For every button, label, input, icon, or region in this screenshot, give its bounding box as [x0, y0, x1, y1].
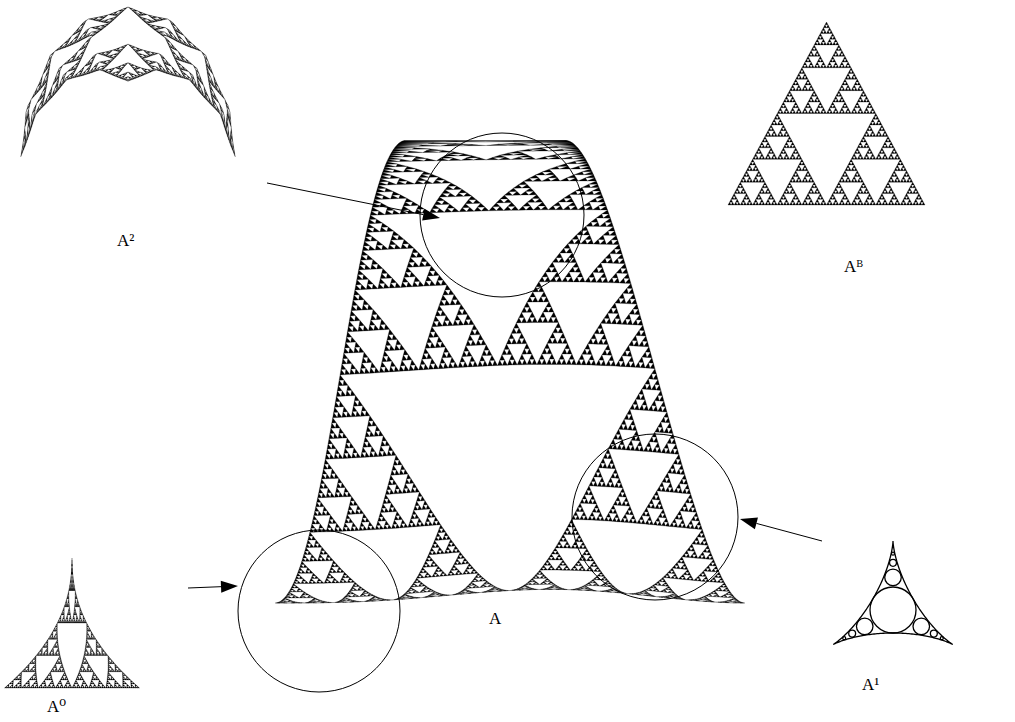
- pointer-arrow: [188, 581, 238, 593]
- pointer-line: [756, 523, 822, 541]
- inscribed-circle: [892, 552, 895, 555]
- fractal-group: [5, 7, 953, 688]
- arrowhead: [221, 581, 238, 593]
- inscribed-circle: [930, 630, 937, 637]
- pointer-arrows: [188, 183, 822, 593]
- arrowhead: [422, 209, 440, 221]
- inscribed-circle: [856, 618, 873, 635]
- attractor-a0: [5, 558, 140, 688]
- arrowhead: [740, 518, 758, 530]
- pointer-line: [188, 587, 221, 588]
- figure-label: A: [487, 610, 503, 629]
- pointer-arrow: [740, 518, 822, 541]
- zoom-circle: [420, 133, 584, 297]
- inscribed-circle: [885, 569, 902, 586]
- inscribed-circle: [940, 637, 943, 640]
- figure-label: A²: [115, 232, 136, 251]
- inscribed-circle: [849, 630, 856, 637]
- attractor-a2: [21, 7, 236, 157]
- attractor-a1: [833, 541, 953, 645]
- figure-label: Aᴮ: [842, 258, 865, 277]
- figure-label: A¹: [860, 676, 881, 695]
- pointer-arrow: [267, 183, 440, 221]
- inscribed-circle: [870, 587, 916, 633]
- sierpinski-triangle: [728, 22, 925, 205]
- main-attractor: [275, 140, 745, 603]
- inscribed-circle: [890, 559, 897, 566]
- inscribed-circle: [843, 637, 846, 640]
- deltoid-outline: [833, 541, 953, 645]
- inscribed-circle: [913, 618, 930, 635]
- zoom-circle: [572, 434, 738, 600]
- figure-label: A⁰: [45, 698, 68, 717]
- zoom-circles: [238, 133, 738, 692]
- pointer-line: [267, 183, 423, 215]
- zoom-circle: [238, 530, 400, 692]
